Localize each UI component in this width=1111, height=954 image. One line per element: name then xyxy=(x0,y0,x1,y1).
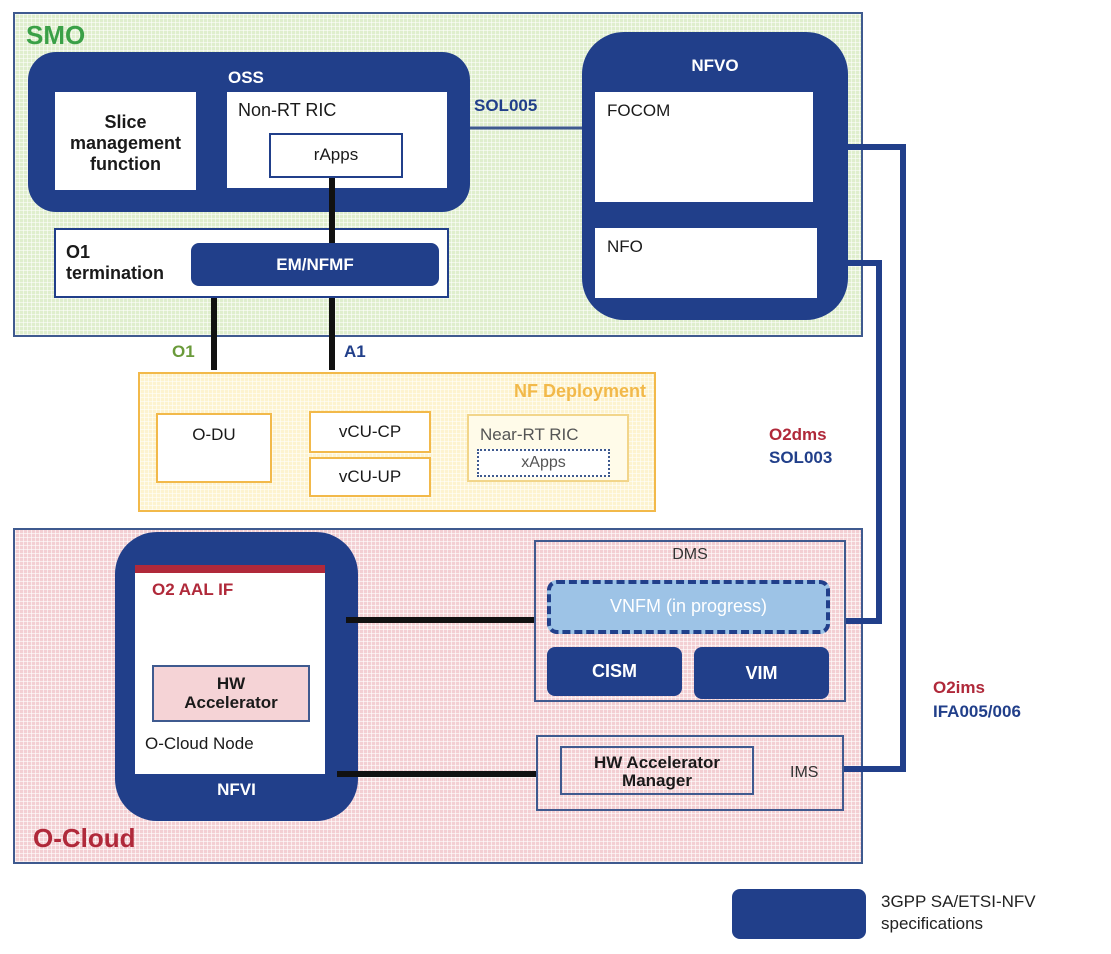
o2-aal-if-label: O2 AAL IF xyxy=(152,580,234,599)
dms-label: DMS xyxy=(672,546,708,563)
rapps-label: rApps xyxy=(313,145,359,164)
hw-accelerator-label-2: Accelerator xyxy=(184,693,278,712)
vcu-up-label: vCU-UP xyxy=(338,467,402,486)
vnfm-label: VNFM (in progress) xyxy=(609,596,768,616)
focom-label: FOCOM xyxy=(607,101,671,120)
legend-swatch xyxy=(732,889,866,939)
smo-title: SMO xyxy=(26,20,86,50)
ifa-label: IFA005/006 xyxy=(933,702,1021,721)
slice-management-label-1: Slice xyxy=(104,112,147,132)
vcu-up-box[interactable] xyxy=(309,457,431,497)
nf-deployment-title: NF Deployment xyxy=(513,381,646,401)
cism-box[interactable]: CISM xyxy=(547,647,682,696)
ims-label: IMS xyxy=(790,764,819,781)
ocloud-title: O-Cloud xyxy=(33,823,136,853)
non-rt-ric-label: Non-RT RIC xyxy=(238,100,337,120)
legend-label-2: specifications xyxy=(881,914,984,933)
o1-interface-label: O1 xyxy=(172,342,195,361)
nfvo-title: NFVO xyxy=(691,56,739,75)
ocloud-node-label: O-Cloud Node xyxy=(145,734,254,753)
vim-box[interactable]: VIM xyxy=(694,647,829,699)
hw-accelerator-manager-label-2: Manager xyxy=(622,771,692,790)
ims-box[interactable] xyxy=(536,735,844,811)
oss-title: OSS xyxy=(228,68,264,87)
em-nfmf-box[interactable]: EM/NFMF xyxy=(191,243,439,286)
nfo-box[interactable] xyxy=(595,228,817,298)
xapps-label: xApps xyxy=(521,454,566,471)
nfo-label: NFO xyxy=(607,237,643,256)
o2ims-link xyxy=(813,144,906,772)
sol005-label: SOL005 xyxy=(474,96,538,115)
xapps-box[interactable] xyxy=(477,449,610,477)
vcu-cp-label: vCU-CP xyxy=(338,422,402,441)
a1-interface-label: A1 xyxy=(344,342,366,361)
near-rt-ric-label: Near-RT RIC xyxy=(480,425,579,444)
vcu-cp-box[interactable] xyxy=(309,411,431,453)
slice-management-box[interactable] xyxy=(55,92,196,190)
hw-accelerator-label-1: HW xyxy=(216,674,246,693)
em-nfmf-label: EM/NFMF xyxy=(276,254,354,274)
hw-accelerator-manager-box[interactable] xyxy=(560,746,754,795)
o2dms-label: O2dms xyxy=(769,425,827,444)
o2dms-link xyxy=(817,260,882,624)
o1-termination-label-2: termination xyxy=(66,263,165,283)
nfvi-label: NFVI xyxy=(217,780,256,799)
o1-termination-label-1: O1 xyxy=(66,242,91,262)
hw-accelerator-box[interactable] xyxy=(152,665,310,722)
focom-box[interactable] xyxy=(595,92,813,202)
vim-label: VIM xyxy=(745,662,778,683)
dms-box[interactable] xyxy=(534,540,846,702)
hw-accelerator-manager-label-1: HW Accelerator xyxy=(594,753,720,772)
cism-label: CISM xyxy=(592,661,637,681)
slice-management-label-2: management xyxy=(69,133,182,153)
odu-label: O-DU xyxy=(192,425,236,444)
odu-box[interactable] xyxy=(156,413,272,483)
rapps-box[interactable] xyxy=(269,133,403,178)
o2ims-label: O2ims xyxy=(933,678,985,697)
slice-management-label-3: function xyxy=(90,154,161,174)
vnfm-box[interactable] xyxy=(547,580,830,634)
legend-label-1: 3GPP SA/ETSI-NFV xyxy=(881,892,1036,911)
sol003-label: SOL003 xyxy=(769,448,833,467)
